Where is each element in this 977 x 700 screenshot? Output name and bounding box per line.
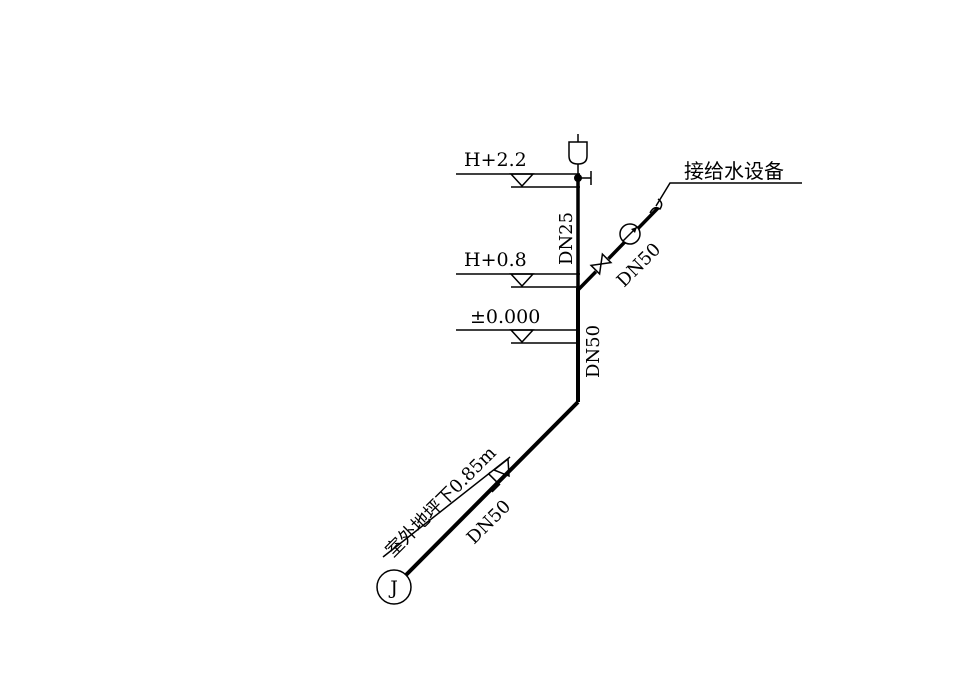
pipe-size-riser-upper: DN25 xyxy=(556,212,577,265)
level-marker-h00: ±0.000 xyxy=(456,306,580,344)
equipment-leader-line xyxy=(655,182,802,207)
inlet-marker-label: J xyxy=(388,577,398,599)
level-marker-h22: H+2.2 xyxy=(456,149,580,188)
pipe-size-inlet: DN50 xyxy=(463,496,515,548)
level-label-h00: ±0.000 xyxy=(470,306,540,328)
level-label-h22: H+2.2 xyxy=(464,149,527,171)
water-meter-icon xyxy=(619,223,641,245)
level-label-h08: H+0.8 xyxy=(464,249,527,271)
pipe-end-break-icon xyxy=(649,198,663,214)
underground-level-marker: 室外地坪下0.85m xyxy=(382,443,511,562)
level-marker-h08: H+0.8 xyxy=(456,249,580,288)
tap-fixture-icon xyxy=(568,134,592,185)
pipe-size-riser-lower: DN50 xyxy=(583,325,604,378)
inlet-marker: J xyxy=(376,569,412,605)
underground-note: 室外地坪下0.85m xyxy=(382,443,501,562)
inlet-pipe xyxy=(403,400,580,578)
branch-pipe xyxy=(576,206,660,292)
equipment-label: 接给水设备 xyxy=(684,159,784,183)
gate-valve-icon xyxy=(589,252,613,276)
